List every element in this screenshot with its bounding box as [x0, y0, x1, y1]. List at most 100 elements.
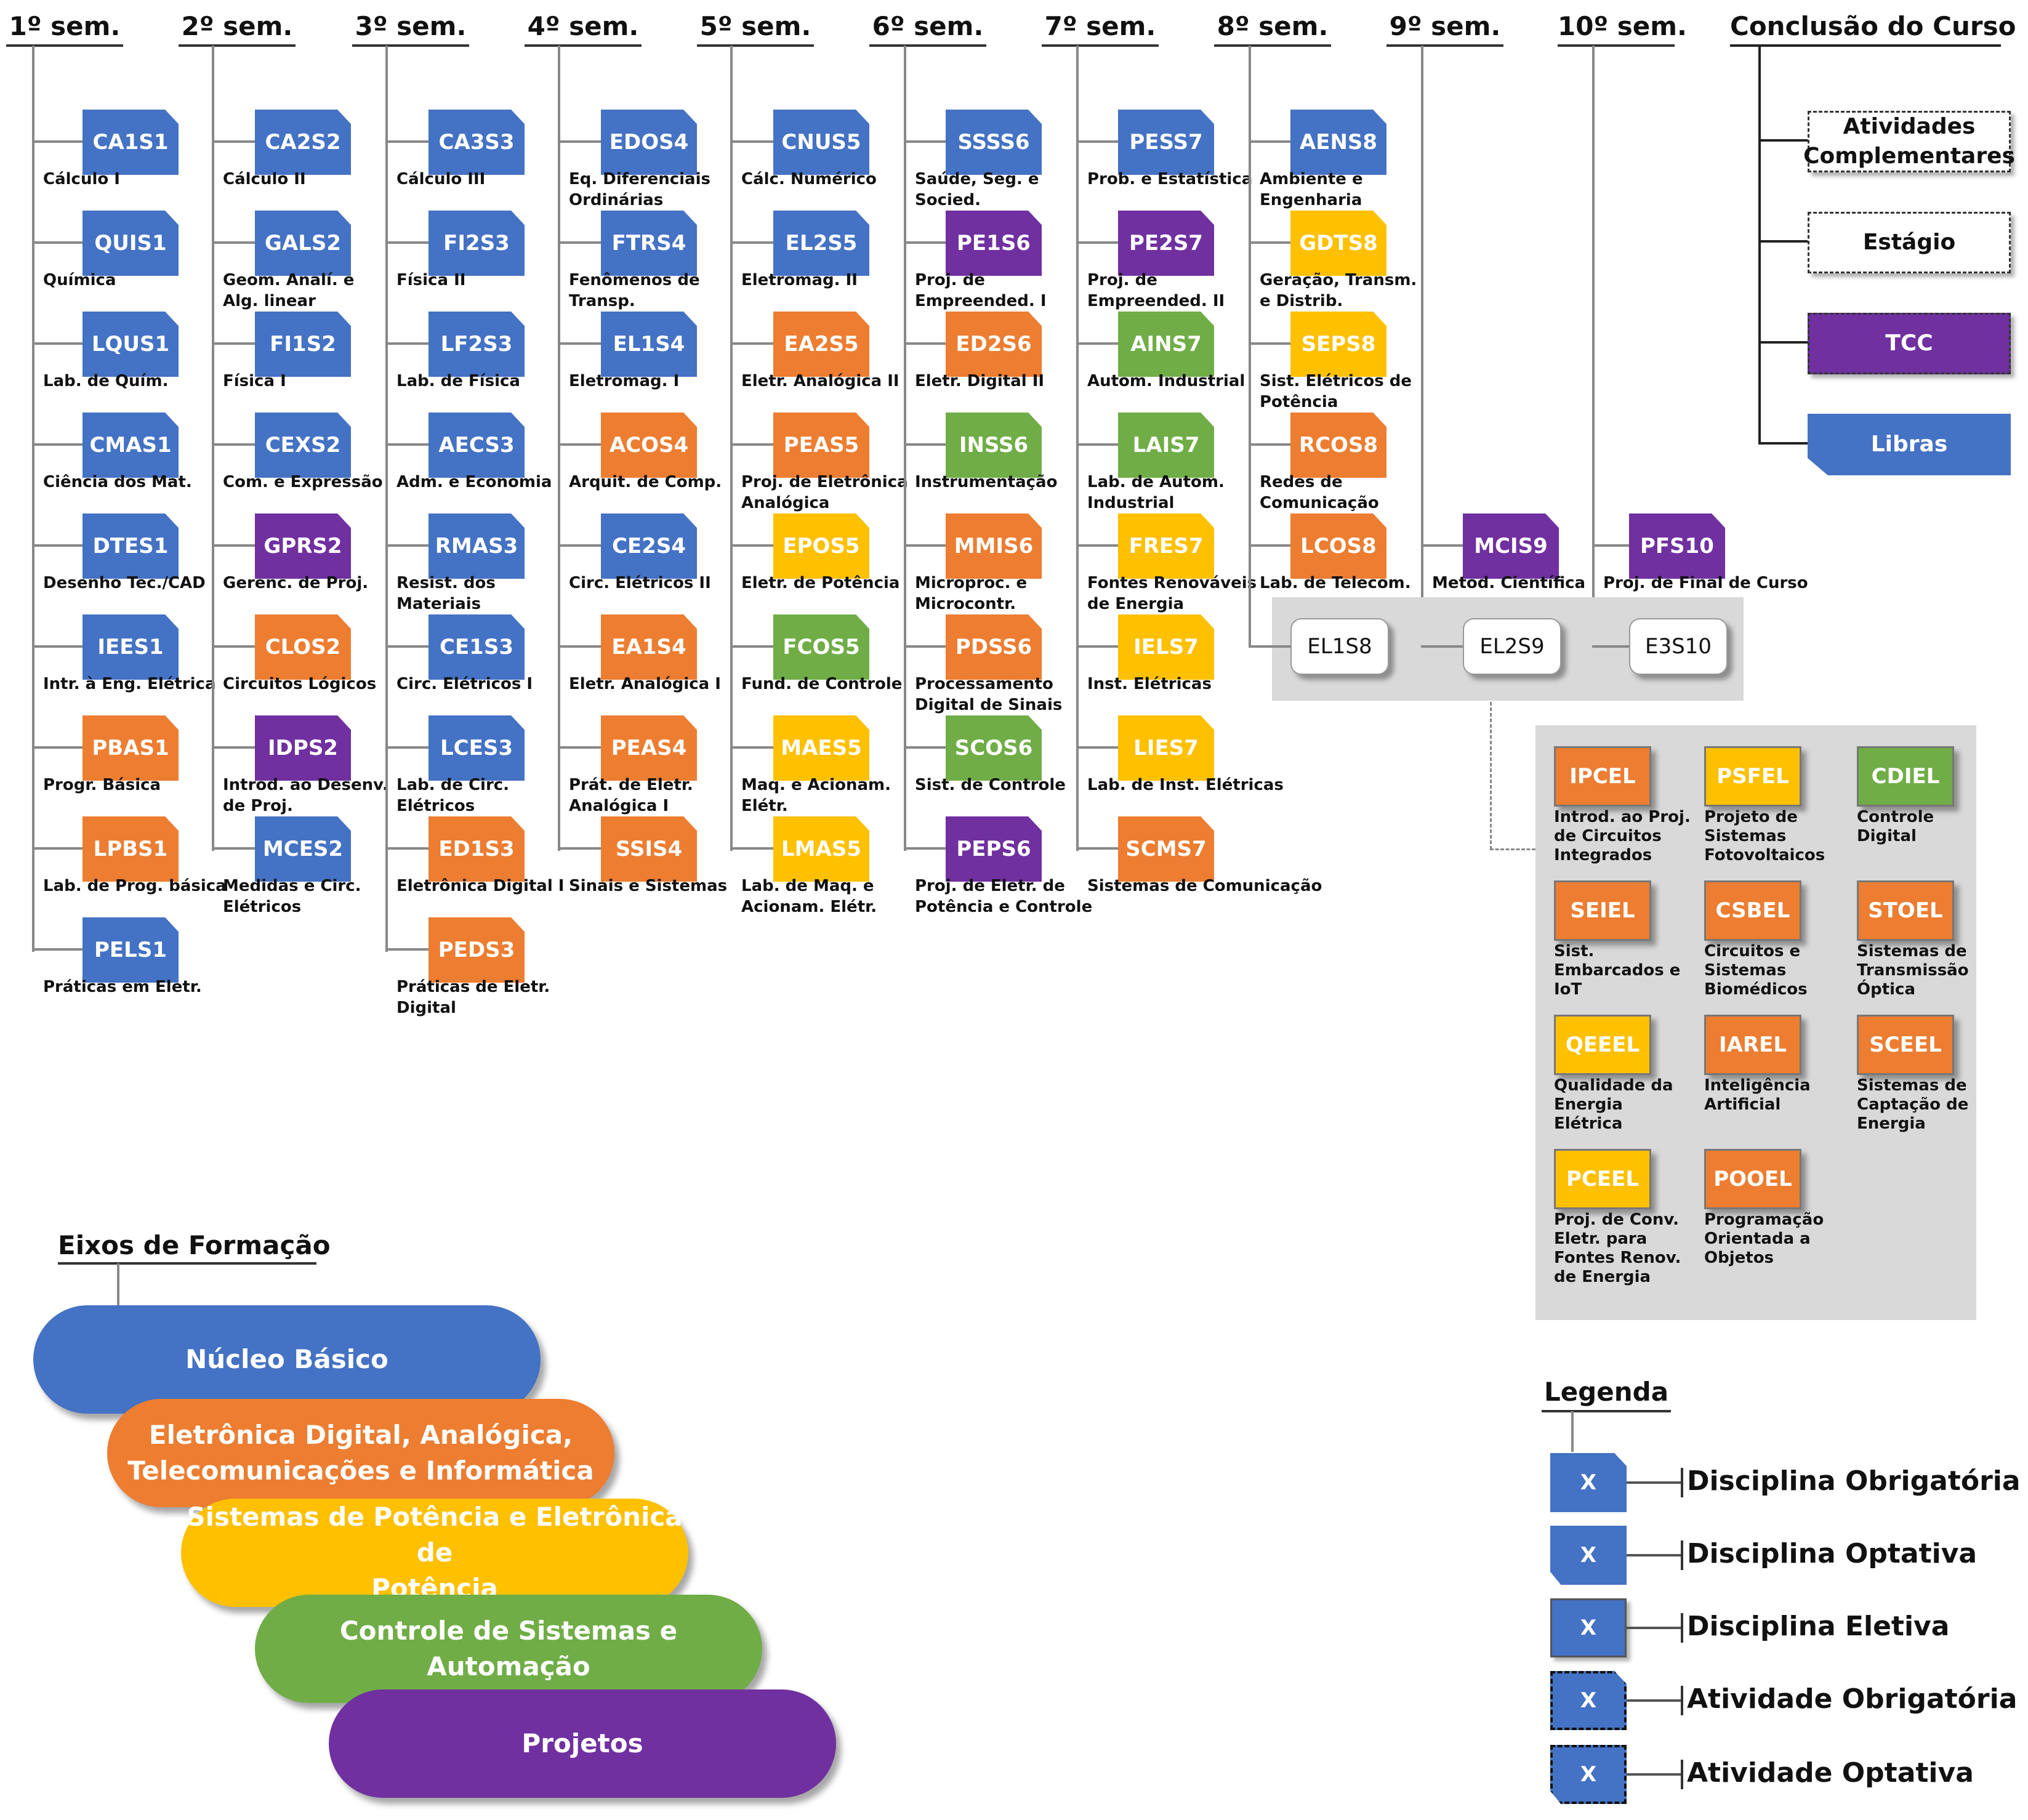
- course-peas5[interactable]: PEAS5: [773, 413, 869, 478]
- course-ca2s2[interactable]: CA2S2: [255, 110, 351, 175]
- legend-connector: [1627, 1773, 1682, 1776]
- course-epos5[interactable]: EPOS5: [773, 513, 869, 579]
- course-label: Arquit. de Comp.: [569, 473, 722, 491]
- elective-sceel[interactable]: SCEEL: [1857, 1015, 1954, 1075]
- course-fi1s2[interactable]: FI1S2: [255, 312, 351, 377]
- legend-label: Disciplina Eletiva: [1687, 1611, 1950, 1642]
- course-seps8[interactable]: SEPS8: [1290, 312, 1386, 377]
- course-scms7[interactable]: SCMS7: [1118, 816, 1214, 882]
- course-aens8[interactable]: AENS8: [1290, 110, 1386, 175]
- legend-tick: [1681, 1760, 1683, 1789]
- elective-label: Circuitos e Sistemas Biomédicos: [1704, 942, 1808, 999]
- course-fres7[interactable]: FRES7: [1118, 513, 1214, 579]
- connector-line: [1421, 645, 1463, 648]
- elective-ipcel[interactable]: IPCEL: [1554, 746, 1651, 807]
- course-cmas1[interactable]: CMAS1: [82, 413, 179, 478]
- course-quis1[interactable]: QUIS1: [82, 211, 179, 276]
- course-rmas3[interactable]: RMAS3: [429, 513, 525, 579]
- course-pfs10[interactable]: PFS10: [1629, 513, 1725, 579]
- course-lies7[interactable]: LIES7: [1118, 715, 1214, 781]
- connector-line: [558, 645, 601, 648]
- elective-psfel[interactable]: PSFEL: [1704, 746, 1801, 807]
- connector-line: [32, 645, 82, 648]
- course-scos6[interactable]: SCOS6: [946, 715, 1042, 781]
- course-rcos8[interactable]: RCOS8: [1290, 413, 1386, 478]
- course-lais7[interactable]: LAIS7: [1118, 413, 1214, 478]
- course-gals2[interactable]: GALS2: [255, 211, 351, 276]
- conclusion-item[interactable]: Atividades Complementares: [1803, 111, 2015, 172]
- course-peds3[interactable]: PEDS3: [429, 917, 525, 983]
- course-cexs2[interactable]: CEXS2: [255, 413, 351, 478]
- course-ce1s3[interactable]: CE1S3: [429, 614, 525, 680]
- course-ains7[interactable]: AINS7: [1118, 312, 1214, 377]
- conclusion-item[interactable]: TCC: [1808, 313, 2011, 374]
- semester-underline: [525, 44, 642, 47]
- course-lcos8[interactable]: LCOS8: [1290, 513, 1386, 579]
- elective-seiel[interactable]: SEIEL: [1554, 880, 1651, 941]
- course-lf2s3[interactable]: LF2S3: [429, 312, 525, 377]
- elective-slot-el1s8[interactable]: EL1S8: [1290, 618, 1389, 675]
- elective-pooel[interactable]: POOEL: [1704, 1149, 1801, 1209]
- course-lpbs1[interactable]: LPBS1: [82, 816, 179, 882]
- course-clos2[interactable]: CLOS2: [255, 614, 351, 680]
- course-lmas5[interactable]: LMAS5: [773, 816, 869, 882]
- elective-iarel[interactable]: IAREL: [1704, 1015, 1801, 1075]
- course-iels7[interactable]: IELS7: [1118, 614, 1214, 680]
- semester-spine: [1249, 46, 1251, 648]
- course-lqus1[interactable]: LQUS1: [82, 312, 179, 377]
- course-fi2s3[interactable]: FI2S3: [429, 211, 525, 276]
- course-el1s4[interactable]: EL1S4: [601, 312, 697, 377]
- course-iees1[interactable]: IEES1: [82, 614, 179, 680]
- course-fcos5[interactable]: FCOS5: [773, 614, 869, 680]
- course-mces2[interactable]: MCES2: [255, 816, 351, 882]
- course-cnus5[interactable]: CNUS5: [773, 110, 869, 175]
- course-ed1s3[interactable]: ED1S3: [429, 816, 525, 882]
- elective-csbel[interactable]: CSBEL: [1704, 880, 1801, 941]
- course-ssis4[interactable]: SSIS4: [601, 816, 697, 882]
- course-pdss6[interactable]: PDSS6: [946, 614, 1042, 680]
- course-gprs2[interactable]: GPRS2: [255, 513, 351, 579]
- course-ssss6[interactable]: SSSS6: [946, 110, 1042, 175]
- course-pe2s7[interactable]: PE2S7: [1118, 211, 1214, 276]
- course-gdts8[interactable]: GDTS8: [1290, 211, 1386, 276]
- course-maes5[interactable]: MAES5: [773, 715, 869, 781]
- elective-slot-e3s10[interactable]: E3S10: [1629, 618, 1728, 675]
- semester-title: 5º sem.: [699, 11, 811, 41]
- course-mcis9[interactable]: MCIS9: [1463, 513, 1559, 579]
- connector-line: [904, 241, 946, 244]
- course-pbas1[interactable]: PBAS1: [82, 715, 179, 781]
- course-idps2[interactable]: IDPS2: [255, 715, 351, 781]
- conclusion-item[interactable]: Estágio: [1808, 212, 2011, 273]
- course-label: Maq. e Acionam. Elétr.: [741, 776, 891, 815]
- course-lces3[interactable]: LCES3: [429, 715, 525, 781]
- course-acos4[interactable]: ACOS4: [601, 413, 697, 478]
- elective-slot-el2s9[interactable]: EL2S9: [1463, 618, 1561, 675]
- course-ce2s4[interactable]: CE2S4: [601, 513, 697, 579]
- course-pe1s6[interactable]: PE1S6: [946, 211, 1042, 276]
- course-dtes1[interactable]: DTES1: [82, 513, 179, 579]
- course-peps6[interactable]: PEPS6: [946, 816, 1042, 882]
- semester-title: 9º sem.: [1389, 11, 1501, 41]
- course-mmis6[interactable]: MMIS6: [946, 513, 1042, 579]
- course-ed2s6[interactable]: ED2S6: [946, 312, 1042, 377]
- conclusion-item[interactable]: Libras: [1808, 414, 2011, 475]
- course-peas4[interactable]: PEAS4: [601, 715, 697, 781]
- course-el2s5[interactable]: EL2S5: [773, 211, 869, 276]
- course-ftrs4[interactable]: FTRS4: [601, 211, 697, 276]
- course-pels1[interactable]: PELS1: [82, 917, 179, 983]
- elective-qeeel[interactable]: QEEEL: [1554, 1015, 1651, 1075]
- course-ea2s5[interactable]: EA2S5: [773, 312, 869, 377]
- elective-cdiel[interactable]: CDIEL: [1857, 746, 1954, 807]
- legend-swatch-opt: X: [1550, 1526, 1627, 1585]
- course-pess7[interactable]: PESS7: [1118, 110, 1214, 175]
- course-ca1s1[interactable]: CA1S1: [82, 110, 179, 175]
- course-edos4[interactable]: EDOS4: [601, 110, 697, 175]
- elective-label: Sistemas de Transmissão Óptica: [1857, 942, 1969, 999]
- course-inss6[interactable]: INSS6: [946, 413, 1042, 478]
- elective-stoel[interactable]: STOEL: [1857, 880, 1954, 941]
- connector-line: [558, 847, 601, 850]
- course-aecs3[interactable]: AECS3: [429, 413, 525, 478]
- course-ea1s4[interactable]: EA1S4: [601, 614, 697, 680]
- course-ca3s3[interactable]: CA3S3: [429, 110, 525, 175]
- elective-pceel[interactable]: PCEEL: [1554, 1149, 1651, 1209]
